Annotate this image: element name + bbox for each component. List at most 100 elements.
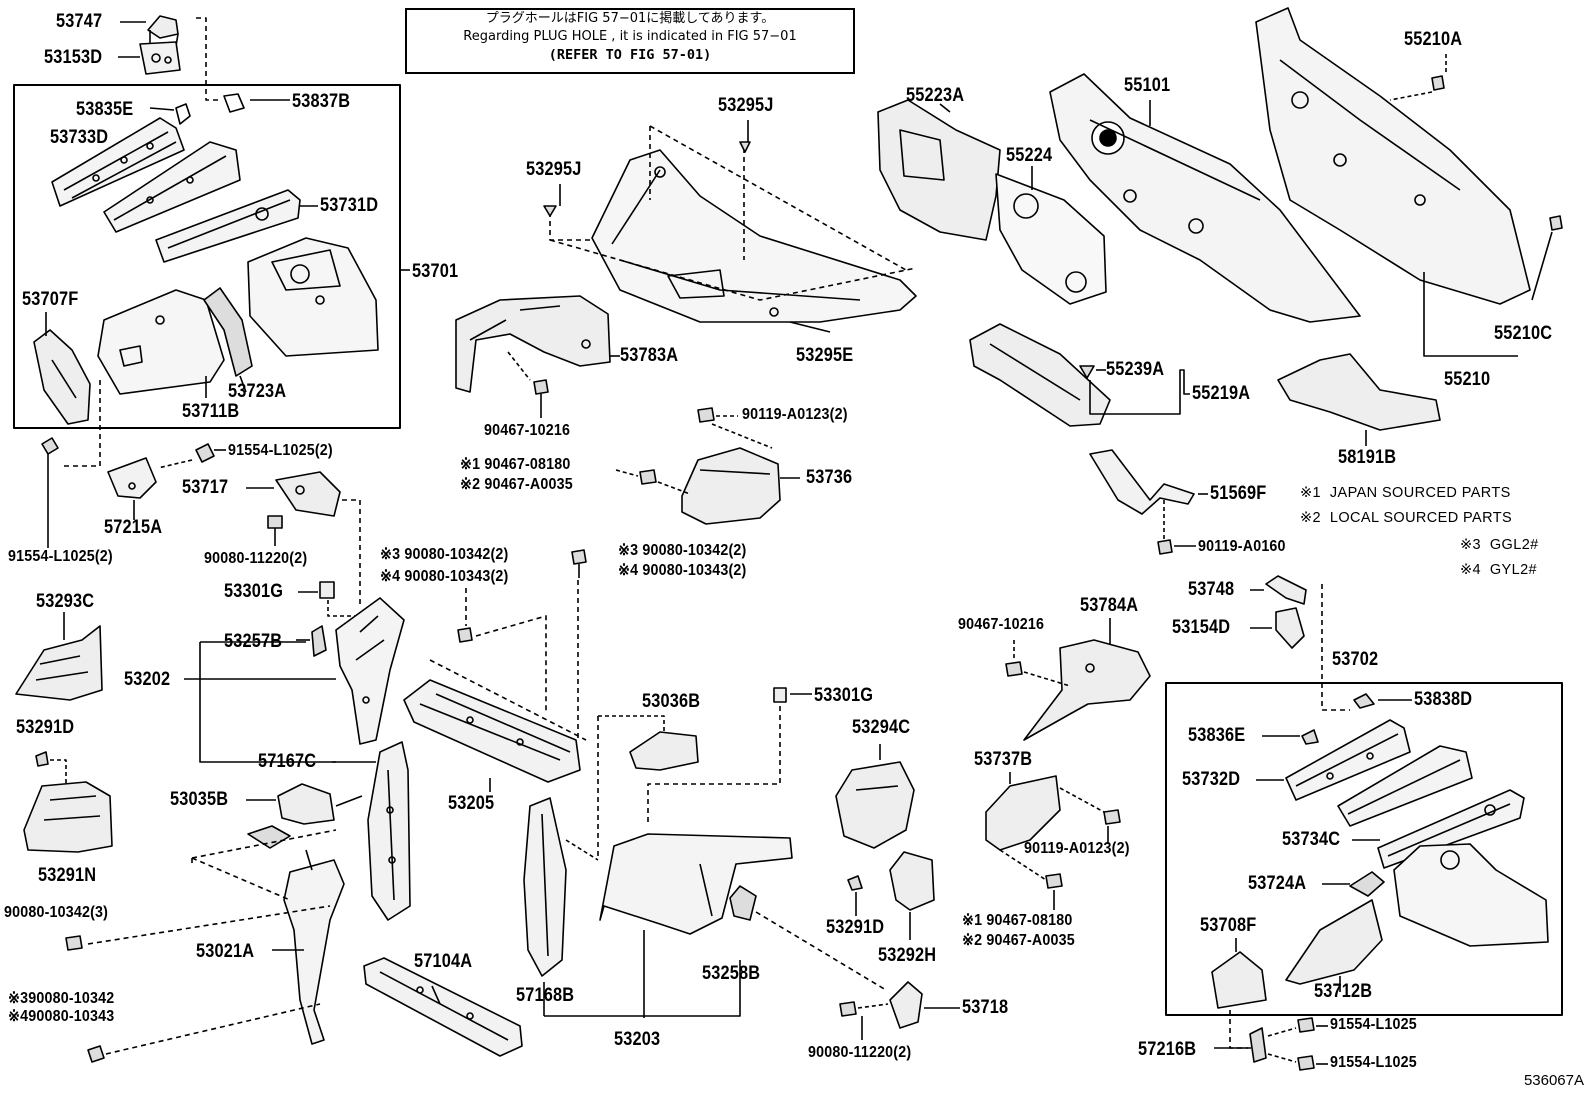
bolt-90467-10216-right <box>1005 661 1023 677</box>
label-53724A: 53724A <box>1248 873 1307 894</box>
part-51569F <box>1089 449 1195 515</box>
label-90080-11220-2-left: 90080-11220(2) <box>204 550 308 567</box>
bolt-91554-L1025-right <box>157 443 226 469</box>
bolt-90467-08180-right <box>1045 873 1063 889</box>
label-53718: 53718 <box>962 997 1009 1018</box>
label-90080-10342-3: 90080-10342(3) <box>4 904 109 921</box>
part-53035B <box>277 783 335 825</box>
label-53154D: 53154D <box>1172 617 1231 638</box>
label-53202: 53202 <box>124 669 171 690</box>
clip-55210C <box>1549 215 1563 231</box>
label-53836E: 53836E <box>1188 725 1246 746</box>
part-53301G-center <box>773 687 787 703</box>
part-53734C <box>1377 789 1525 869</box>
label-53748: 53748 <box>1188 579 1235 600</box>
label-note3-90080-10342: ※390080-10342 <box>8 990 115 1007</box>
label-note4-90080-10343-2-center: ※4 90080-10343(2) <box>618 562 747 579</box>
part-53724A <box>1349 871 1385 897</box>
part-53292H <box>889 851 935 911</box>
label-91554-L1025-2-top: 91554-L1025(2) <box>228 442 333 459</box>
label-57168B: 57168B <box>516 985 575 1006</box>
clip-55239A <box>1079 365 1095 379</box>
bolt-90080-11220-center <box>839 1001 857 1017</box>
label-53736: 53736 <box>806 467 853 488</box>
part-53731D <box>103 141 241 233</box>
part-53733D <box>51 117 185 207</box>
bolt-90119-A0160 <box>1157 539 1173 555</box>
label-53301G-left: 53301G <box>224 581 284 602</box>
part-53723A <box>203 287 253 377</box>
label-53784A: 53784A <box>1080 595 1139 616</box>
label-55210A: 55210A <box>1404 29 1463 50</box>
diagram-id: 536067A <box>1523 1072 1584 1089</box>
clip-53295J-2 <box>739 141 751 153</box>
label-53203: 53203 <box>614 1029 661 1050</box>
reference-note-japanese: プラグホールはFIG 57−01に掲載してあります。 <box>485 11 775 26</box>
part-55210 <box>1255 7 1531 305</box>
label-53701: 53701 <box>412 261 459 282</box>
part-55224 <box>995 173 1107 305</box>
part-53301G-left <box>319 581 335 599</box>
clip-53836E <box>1301 729 1319 745</box>
part-53707F <box>33 329 91 425</box>
clip-53291D-center <box>847 875 863 891</box>
label-note3-90080-10342-2-center: ※3 90080-10342(2) <box>618 542 747 559</box>
label-note4-90080-10343-2-left: ※4 90080-10343(2) <box>380 568 509 585</box>
legend-item-1: ※1 JAPAN SOURCED PARTS <box>1300 485 1511 501</box>
bolt-90119-A0123-center <box>697 407 715 423</box>
label-53711B: 53711B <box>182 401 240 422</box>
bolt-90080-10342-center <box>571 549 587 578</box>
clip-53838D <box>1353 693 1375 709</box>
bolt-90080-11220-left <box>267 515 283 546</box>
label-57167C: 57167C <box>258 751 317 772</box>
group-box-53701 <box>13 84 401 429</box>
part-53747 <box>147 15 179 47</box>
part-57216B <box>1249 1027 1267 1063</box>
label-note4-90080-10343: ※490080-10343 <box>8 1008 115 1025</box>
label-53707F: 53707F <box>22 289 79 310</box>
label-53258B: 53258B <box>702 963 761 984</box>
label-53747: 53747 <box>56 11 103 32</box>
part-53708F <box>1211 951 1267 1009</box>
label-53035B: 53035B <box>170 789 229 810</box>
label-91554-L1025-2-left: 91554-L1025(2) <box>8 548 113 565</box>
label-53291N: 53291N <box>38 865 97 886</box>
legend-item-4: ※4 GYL2# <box>1460 562 1538 578</box>
label-53153D: 53153D <box>44 47 103 68</box>
label-53291D-center: 53291D <box>826 917 885 938</box>
label-53838D: 53838D <box>1414 689 1473 710</box>
label-55224: 55224 <box>1006 145 1053 166</box>
reference-note-box: プラグホールはFIG 57−01に掲載してあります。 Regarding PLU… <box>405 8 855 74</box>
part-53784A <box>1023 639 1151 741</box>
part-53294C <box>835 761 915 849</box>
part-53154D <box>1275 607 1305 649</box>
clip-53291D-left <box>35 751 49 767</box>
label-53301G-center: 53301G <box>814 685 874 706</box>
bolt-91554-L1025-r2 <box>1297 1055 1315 1071</box>
label-53783A: 53783A <box>620 345 679 366</box>
reference-note-english: Regarding PLUG HOLE , it is indicated in… <box>463 29 797 44</box>
label-53291D-left: 53291D <box>16 717 75 738</box>
label-53712B: 53712B <box>1314 981 1373 1002</box>
label-90119-A0123-2-center: 90119-A0123(2) <box>742 406 848 423</box>
part-58191B <box>1277 353 1441 431</box>
group-box-53702 <box>1165 682 1563 1016</box>
part-53295E-cowl <box>591 149 917 323</box>
part-57215A <box>107 457 157 499</box>
part-53732D-inner <box>1337 745 1473 827</box>
label-note2-90467-A0035: ※2 90467-A0035 <box>460 476 573 493</box>
label-51569F: 51569F <box>1210 483 1267 504</box>
label-53733D: 53733D <box>50 127 109 148</box>
label-55219A: 55219A <box>1192 383 1251 404</box>
part-53021A <box>247 825 345 1045</box>
label-55239A: 55239A <box>1106 359 1165 380</box>
label-53734C: 53734C <box>1282 829 1341 850</box>
part-53712B-apron <box>1393 843 1549 947</box>
part-53153D <box>139 41 181 75</box>
part-53712B <box>1285 899 1383 985</box>
label-53295J-left: 53295J <box>526 159 582 180</box>
part-55101 <box>1049 73 1361 323</box>
label-90080-11220-2-center: 90080-11220(2) <box>808 1044 912 1061</box>
